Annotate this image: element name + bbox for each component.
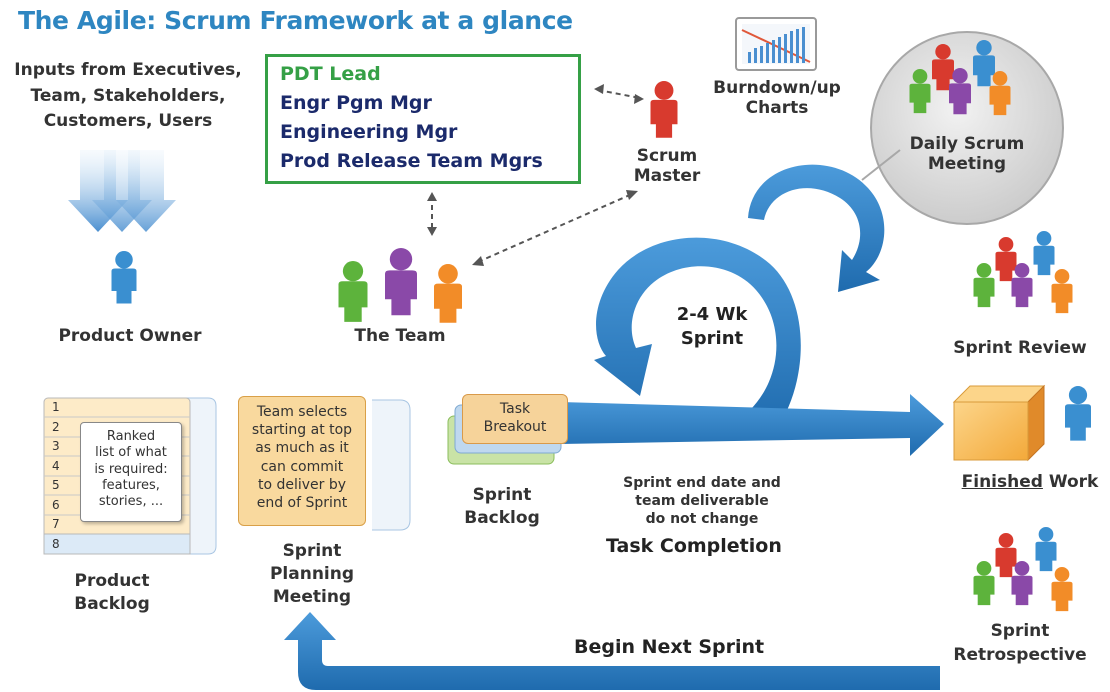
finished-work-person-icon bbox=[1065, 386, 1091, 441]
engr-pgm-mgr-label: Engr Pgm Mgr bbox=[280, 92, 432, 114]
the-team-label: The Team bbox=[354, 326, 446, 346]
connector-arrowheads bbox=[427, 84, 644, 266]
finished-work-label: Finished Work bbox=[961, 472, 1099, 492]
sprint-planning-meeting-label: Sprint Planning Meeting bbox=[269, 541, 355, 607]
inputs-funnel-arrows bbox=[68, 150, 176, 232]
retrospective-team-icon bbox=[973, 527, 1073, 612]
sprint-planning-box: Team selects starting at top as much as … bbox=[238, 396, 366, 526]
sprint-notes-label: Sprint end date and team deliverable do … bbox=[623, 475, 781, 528]
dashed-connectors bbox=[431, 89, 641, 263]
pdt-lead-label: PDT Lead bbox=[280, 63, 381, 85]
sprint-review-team-icon bbox=[973, 231, 1073, 314]
product-backlog-label: Product Backlog bbox=[74, 571, 150, 614]
task-completion-label: Task Completion bbox=[606, 535, 782, 557]
product-owner-label: Product Owner bbox=[58, 326, 202, 346]
pdt-box: PDT Lead Engr Pgm Mgr Engineering Mgr Pr… bbox=[265, 54, 581, 184]
begin-next-sprint-label: Begin Next Sprint bbox=[574, 636, 765, 658]
daily-scrum-meeting-label: Daily Scrum Meeting bbox=[909, 134, 1025, 175]
scrum-master-icon bbox=[650, 81, 678, 138]
ranked-list-card: Ranked list of what is required: feature… bbox=[80, 422, 182, 522]
main-flow-arrow bbox=[560, 394, 944, 456]
inputs-label: Inputs from Executives, Team, Stakeholde… bbox=[14, 60, 242, 131]
prod-release-team-mgrs-label: Prod Release Team Mgrs bbox=[280, 150, 543, 172]
sprint-backlog-label: Sprint Backlog bbox=[464, 485, 540, 528]
burndown-chart-icon bbox=[735, 17, 817, 71]
engineering-mgr-label: Engineering Mgr bbox=[280, 121, 458, 143]
sprint-retrospective-label: Sprint Retrospective bbox=[953, 621, 1087, 665]
daily-cycle-arrow bbox=[748, 164, 885, 292]
task-breakout-card: Task Breakout bbox=[462, 394, 568, 444]
product-owner-icon bbox=[111, 251, 137, 304]
the-team-icon bbox=[338, 248, 462, 323]
sprint-review-label: Sprint Review bbox=[953, 338, 1087, 358]
page-title: The Agile: Scrum Framework at a glance bbox=[18, 6, 573, 35]
finished-work-box-icon bbox=[952, 384, 1046, 462]
daily-scrum-circle bbox=[870, 31, 1064, 225]
burndown-charts-label: Burndown/up Charts bbox=[713, 78, 841, 119]
begin-next-sprint-arrow bbox=[284, 612, 940, 690]
sprint-duration-label: 2-4 Wk Sprint bbox=[676, 304, 748, 350]
scrum-master-label: Scrum Master bbox=[633, 146, 701, 187]
sprint-cycle-arrow bbox=[594, 237, 801, 430]
